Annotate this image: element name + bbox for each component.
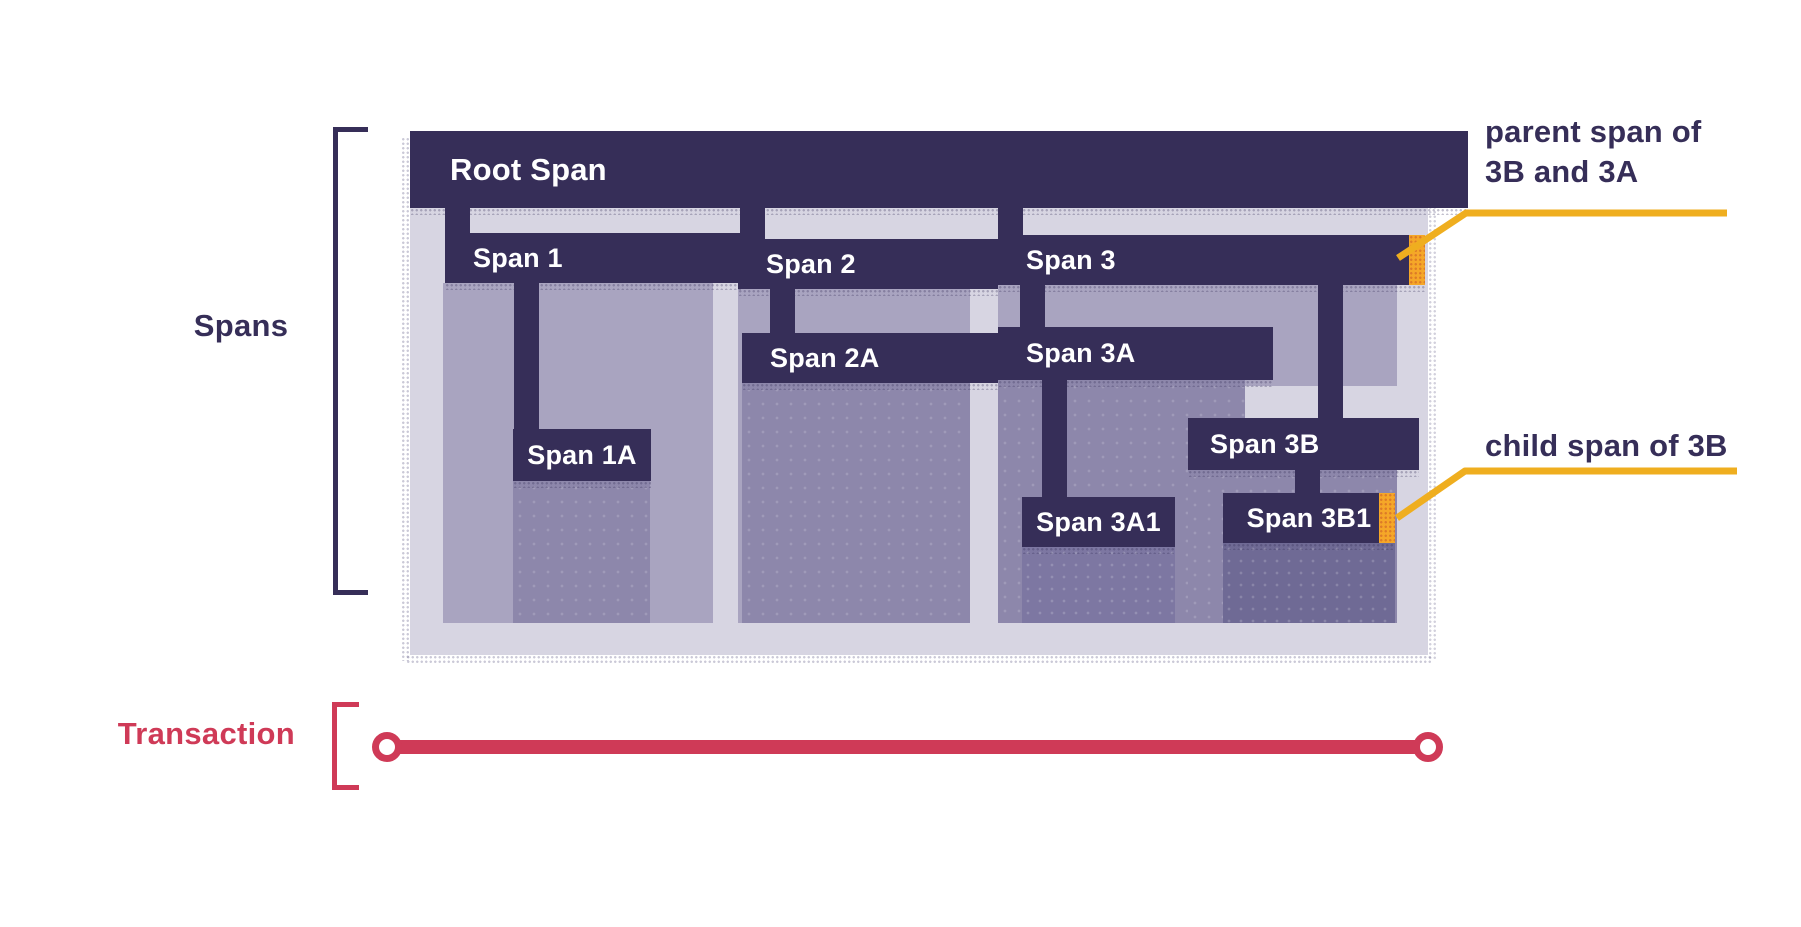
span1-bar: Span 1 <box>445 233 741 290</box>
connector-root-span3 <box>998 208 1023 236</box>
connector-span2-span2a <box>770 287 795 334</box>
child-span-marker <box>1379 493 1395 543</box>
transaction-label: Transaction <box>117 716 295 751</box>
connector-root-span2 <box>740 208 765 240</box>
connector-span1-span1a <box>514 282 539 430</box>
span2a-duration-fill <box>742 383 970 623</box>
parent-span-marker <box>1409 235 1425 285</box>
transaction-start-dot <box>372 732 402 762</box>
span2a-label: Span 2A <box>770 342 880 373</box>
parent-span-annotation-line1: parent span of <box>1485 114 1702 149</box>
child-span-callout-line <box>1395 467 1737 521</box>
connector-span3-span3b <box>1318 285 1343 419</box>
connector-span3a-span3a1 <box>1042 380 1067 498</box>
transaction-bracket <box>332 702 359 790</box>
connector-span3-span3a <box>1020 285 1045 328</box>
span3a1-duration-fill <box>1022 547 1175 623</box>
span3-bar: Span 3 <box>998 235 1425 292</box>
span3-label: Span 3 <box>1026 244 1116 275</box>
transaction-timeline <box>387 740 1428 754</box>
span1a-duration-fill <box>513 481 650 623</box>
span3b1-duration-fill <box>1223 543 1395 623</box>
container-edge-dots <box>1428 201 1436 659</box>
span2-bar: Span 2 <box>738 239 998 296</box>
connector-root-span1 <box>445 208 470 234</box>
root-span-bar: Root Span <box>410 131 1468 215</box>
transaction-end-dot <box>1413 732 1443 762</box>
span1a-label: Span 1A <box>527 439 637 470</box>
spans-label: Spans <box>193 308 289 343</box>
span3a1-label: Span 3A1 <box>1036 506 1161 537</box>
root-span-label: Root Span <box>450 151 607 187</box>
parent-span-annotation-line2: 3B and 3A <box>1485 154 1639 189</box>
span1a-bar: Span 1A <box>513 429 651 488</box>
parent-span-annotation: parent span of 3B and 3A <box>1485 112 1701 192</box>
span1-label: Span 1 <box>473 242 563 273</box>
span3a1-bar: Span 3A1 <box>1022 497 1175 554</box>
connector-span3b-span3b1 <box>1295 470 1320 494</box>
span3b1-bar: Span 3B1 <box>1223 493 1395 550</box>
span2-label: Span 2 <box>766 248 856 279</box>
span3b-bar: Span 3B <box>1188 418 1419 477</box>
span3b-label: Span 3B <box>1210 428 1320 459</box>
span3a-label: Span 3A <box>1026 338 1136 368</box>
span2a-bar: Span 2A <box>742 333 998 390</box>
parent-span-callout-line <box>1396 209 1727 261</box>
span3b1-label: Span 3B1 <box>1246 502 1372 533</box>
span3a-bar: Span 3A <box>998 327 1273 387</box>
child-span-annotation: child span of 3B <box>1485 428 1728 463</box>
spans-bracket <box>333 127 368 595</box>
trace-container: Root Span Span 1 Span 2 Span 3 Span 1A S… <box>401 131 1468 664</box>
